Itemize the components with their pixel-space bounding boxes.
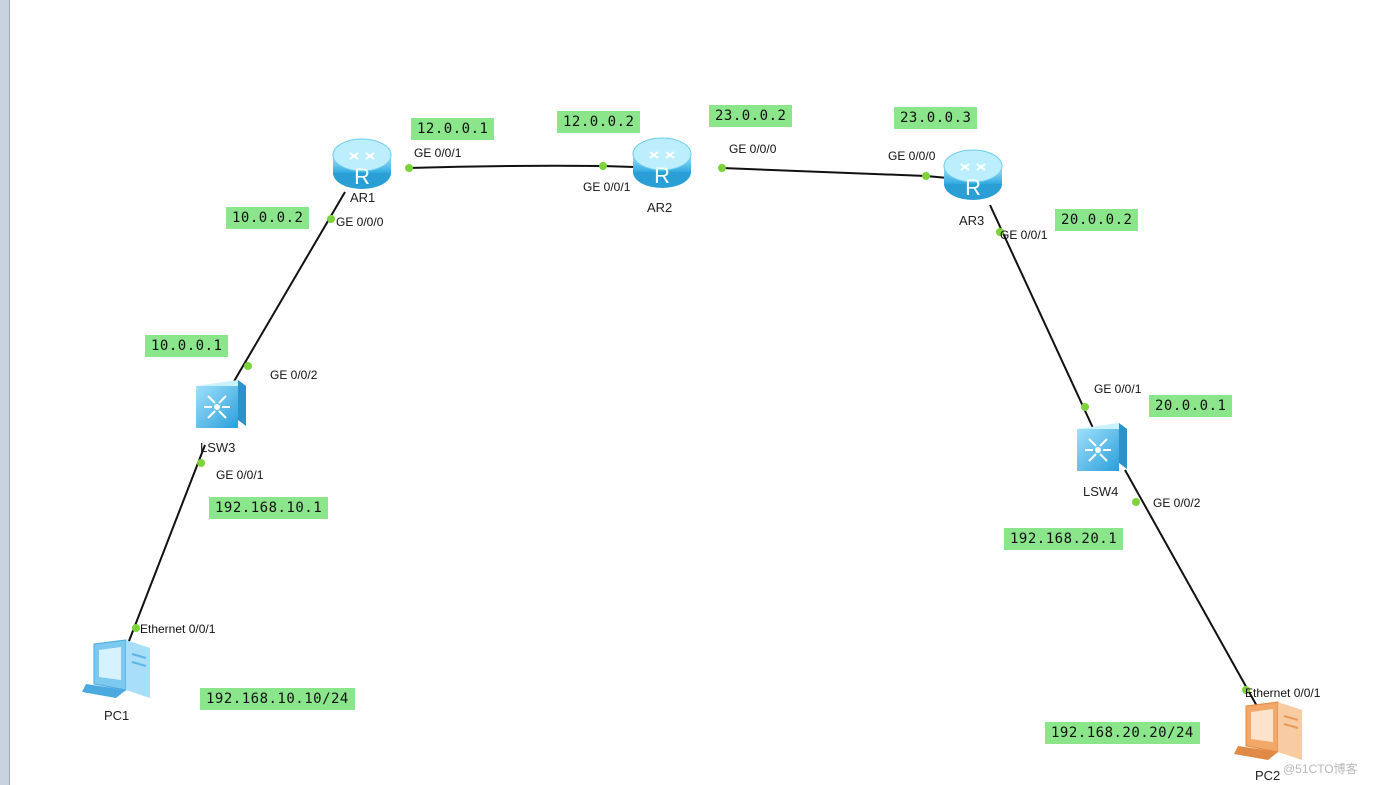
port-dot-lsw4-g001[interactable]: [1081, 403, 1089, 411]
port-dot-pc1-eth[interactable]: [132, 624, 140, 632]
port-label-ar2-g000: GE 0/0/0: [729, 142, 777, 156]
port-label-ar1-g000: GE 0/0/0: [336, 215, 384, 229]
port-dot-ar3-g001[interactable]: [996, 228, 1004, 236]
port-dot-lsw3-g001[interactable]: [197, 459, 205, 467]
link-ar1-ar2[interactable]: [407, 164, 604, 169]
ip-label-pc1[interactable]: 192.168.10.10/24: [200, 688, 355, 710]
pc1-icon[interactable]: [82, 639, 150, 698]
watermark: @51CTO博客: [1283, 762, 1358, 776]
port-dot-ar3-g000[interactable]: [922, 172, 930, 180]
ip-label-lsw3-g001[interactable]: 192.168.10.1: [209, 497, 329, 519]
device-label-lsw3: LSW3: [200, 440, 236, 455]
port-label-ar1-g001: GE 0/0/1: [414, 146, 462, 160]
svg-text:R: R: [965, 175, 981, 200]
port-label-lsw4-g001: GE 0/0/1: [1094, 382, 1142, 396]
ip-label-pc2[interactable]: 192.168.20.20/24: [1045, 722, 1200, 744]
port-dot-lsw4-g002[interactable]: [1132, 498, 1140, 506]
switch-lsw4-icon[interactable]: [1077, 423, 1127, 471]
link-ar1-lsw3[interactable]: [232, 191, 346, 384]
port-label-lsw3-g002: GE 0/0/2: [270, 368, 318, 382]
port-label-ar3-g001: GE 0/0/1: [1000, 228, 1048, 242]
port-dot-pc2-eth[interactable]: [1242, 686, 1250, 694]
link-ar2-stub: [602, 165, 635, 168]
router-ar2-icon[interactable]: R: [632, 137, 692, 188]
port-dot-ar2-g000[interactable]: [718, 164, 726, 172]
link-lsw4-pc2[interactable]: [1124, 469, 1259, 709]
device-label-ar3: AR3: [959, 213, 985, 228]
device-label-lsw4: LSW4: [1083, 484, 1119, 499]
ip-label-lsw3-g002[interactable]: 10.0.0.1: [145, 335, 229, 357]
port-label-pc1-eth: Ethernet 0/0/1: [140, 622, 216, 636]
device-label-ar1: AR1: [350, 190, 376, 205]
device-label-ar2: AR2: [647, 200, 673, 215]
port-dot-ar1-g001[interactable]: [405, 164, 413, 172]
port-dot-ar2-g001[interactable]: [599, 162, 607, 170]
ip-label-ar2-g000[interactable]: 23.0.0.2: [709, 105, 793, 127]
port-label-pc2-eth: Ethernet 0/0/1: [1245, 686, 1321, 700]
link-ar2-ar3[interactable]: [721, 167, 927, 177]
ip-label-ar3-g000[interactable]: 23.0.0.3: [894, 107, 978, 129]
router-ar1-icon[interactable]: R: [332, 138, 392, 189]
ip-label-lsw4-g001[interactable]: 20.0.0.1: [1149, 395, 1233, 417]
ip-label-lsw4-g002[interactable]: 192.168.20.1: [1004, 528, 1124, 550]
switch-lsw3-icon[interactable]: [196, 380, 246, 428]
svg-text:R: R: [654, 163, 670, 188]
port-label-lsw3-g001: GE 0/0/1: [216, 468, 264, 482]
port-dot-ar1-g000[interactable]: [327, 215, 335, 223]
svg-text:R: R: [354, 164, 370, 189]
link-ar3-lsw4[interactable]: [989, 204, 1094, 429]
port-dots: [132, 162, 1250, 694]
device-label-pc1: PC1: [104, 708, 130, 723]
port-label-ar2-g001: GE 0/0/1: [583, 180, 631, 194]
port-dot-lsw3-g002[interactable]: [244, 362, 252, 370]
device-label-pc2: PC2: [1255, 768, 1281, 783]
port-label-lsw4-g002: GE 0/0/2: [1153, 496, 1201, 510]
ip-label-ar1-g001[interactable]: 12.0.0.1: [411, 118, 495, 140]
window-left-border: [0, 0, 10, 785]
ip-label-ar2-g001[interactable]: 12.0.0.2: [557, 111, 641, 133]
links: [123, 164, 1259, 709]
ip-label-ar1-g000[interactable]: 10.0.0.2: [226, 207, 310, 229]
router-ar3-icon[interactable]: R: [943, 149, 1003, 200]
ip-label-ar3-g001[interactable]: 20.0.0.2: [1055, 209, 1139, 231]
pc2-icon[interactable]: [1234, 701, 1302, 760]
port-label-ar3-g000: GE 0/0/0: [888, 149, 936, 163]
link-lsw3-pc1[interactable]: [123, 444, 206, 655]
